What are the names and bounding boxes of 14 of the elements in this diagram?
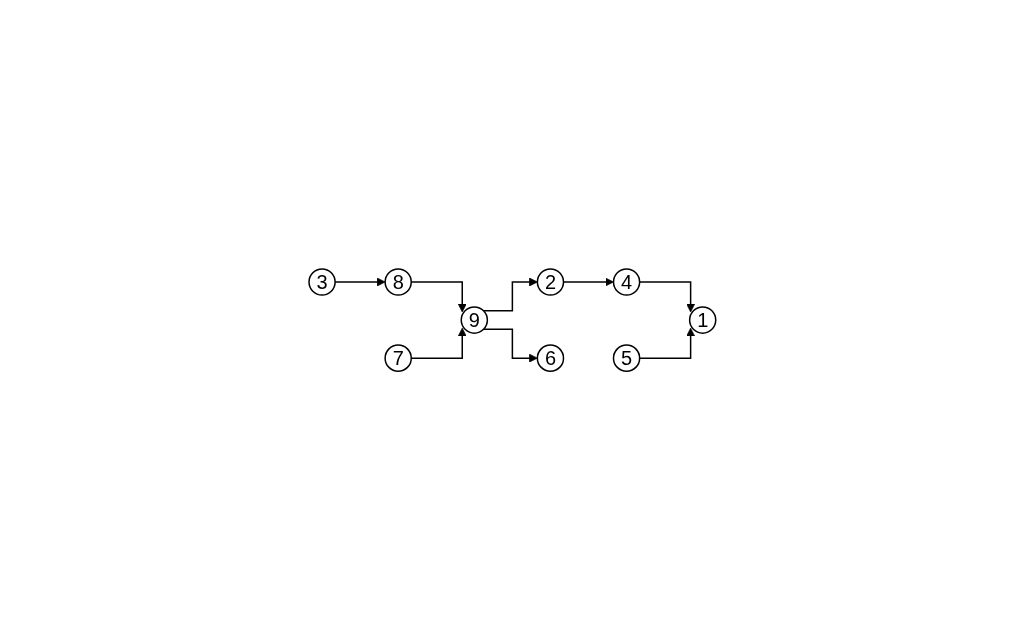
node-circle: 2 xyxy=(536,268,564,297)
arrow xyxy=(410,281,467,313)
node-circle: 9 xyxy=(460,306,488,335)
arrow xyxy=(334,278,386,287)
arrow xyxy=(482,329,538,363)
node-circle: 3 xyxy=(307,268,336,297)
node-circle: 6 xyxy=(536,344,564,373)
node-circle: 1 xyxy=(688,306,717,335)
node-circle: 8 xyxy=(384,268,412,297)
node-circle: 5 xyxy=(612,344,640,373)
node-circle: 7 xyxy=(384,344,412,373)
arrow xyxy=(410,328,467,360)
arrow xyxy=(482,278,538,312)
node-circle: 4 xyxy=(612,268,640,297)
